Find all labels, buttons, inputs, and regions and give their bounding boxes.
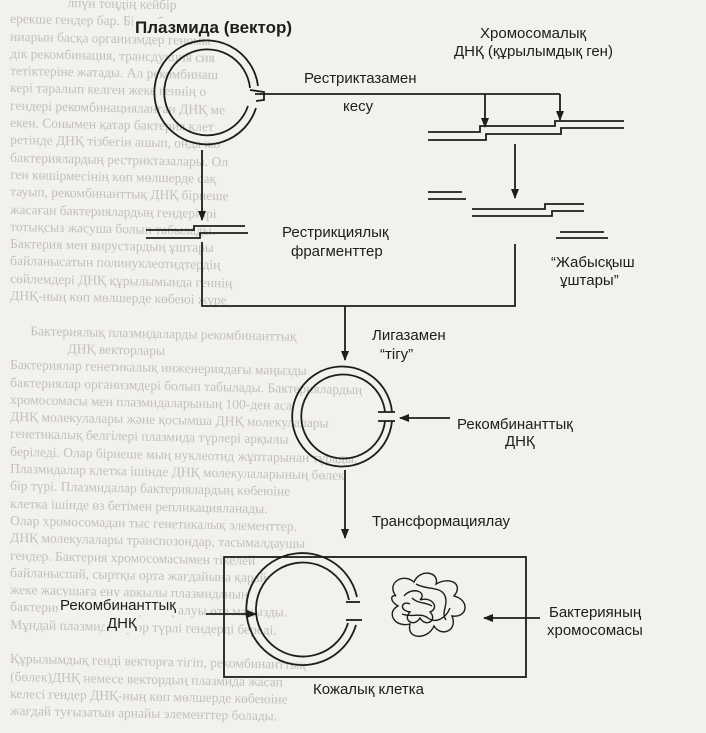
host-plasmid-ring <box>245 552 362 666</box>
chromosomal-dna-label-line1: Хромосомалық <box>478 25 589 43</box>
transformation-label: Трансформациялау <box>370 513 512 531</box>
restriction-fragments-label-line2: фрагменттер <box>289 243 385 261</box>
plasmid-ring-top <box>153 39 265 146</box>
bacterial-chromosome-label-line1: Бактерияның <box>547 604 644 622</box>
bacterial-chromosome-tangle <box>391 572 466 637</box>
ligation-label-line2: “тігу” <box>378 346 416 364</box>
recombinant-dna-label-line2: ДНҚ <box>503 433 537 451</box>
restriction-fragments-label-line1: Рестрикциялық <box>280 224 391 242</box>
ligation-label-line1: Лигазамен <box>370 327 448 345</box>
host-recombinant-dna-label-line1: Рекомбинанттық <box>58 597 178 615</box>
sticky-end-fragments <box>428 191 608 239</box>
restriction-cut-label-line1: Рестриктазамен <box>302 70 419 88</box>
recombinant-dna-label-line1: Рекомбинанттық <box>455 416 575 434</box>
sticky-ends-label-line1: “Жабысқыш <box>549 254 637 272</box>
chromosomal-dna-strand <box>428 120 624 141</box>
host-recombinant-dna-label-line2: ДНҚ <box>105 615 139 633</box>
merge-lines <box>201 242 516 361</box>
host-cell-caption: Кожалық клетка <box>311 681 426 699</box>
recombinant-ring <box>291 365 395 468</box>
chromosomal-dna-label-line2: ДНҚ (құрылымдық ген) <box>452 43 615 61</box>
sticky-ends-label-line2: ұштары” <box>558 272 621 290</box>
restriction-fragment-left <box>146 225 248 239</box>
host-cell-box <box>223 556 527 678</box>
bacterial-chromosome-label-line2: хромосомасы <box>545 622 645 640</box>
plasmid-vector-title: Плазмида (вектор) <box>133 18 295 37</box>
restriction-cut-label-line2: кесу <box>341 98 376 116</box>
restriction-arrows <box>255 93 564 128</box>
